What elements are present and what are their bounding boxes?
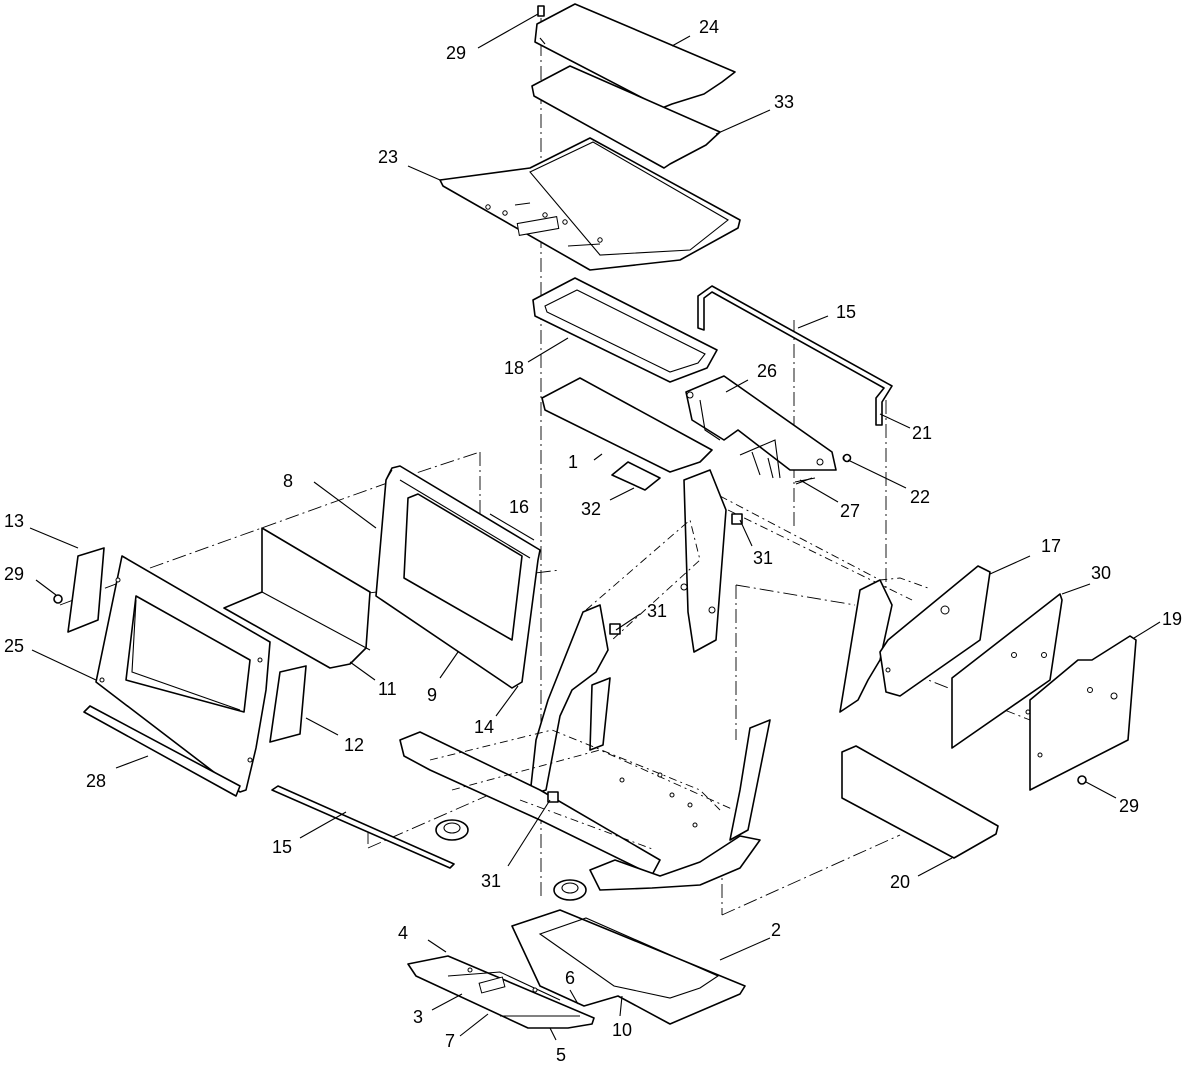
callout-17: 17 — [1041, 536, 1061, 556]
part-30-panel — [951, 593, 1063, 749]
callout-30: 30 — [1091, 563, 1111, 583]
callout-26: 26 — [757, 361, 777, 381]
callout-29-left: 29 — [4, 564, 24, 584]
callout-19: 19 — [1162, 609, 1182, 629]
callout-22: 22 — [910, 487, 930, 507]
callout-31-mid: 31 — [647, 601, 667, 621]
callout-7: 7 — [445, 1031, 455, 1051]
part-12-right-side-cover — [269, 665, 307, 743]
callout-32: 32 — [581, 499, 601, 519]
callout-13: 13 — [4, 511, 24, 531]
part-18-frame-gasket — [532, 277, 718, 383]
part-13-left-side-cover — [67, 547, 105, 633]
callout-31-upper: 31 — [753, 548, 773, 568]
callout-20: 20 — [890, 872, 910, 892]
part-15-upper-trim — [697, 285, 893, 426]
callout-4: 4 — [398, 923, 408, 943]
callout-29-right: 29 — [1119, 796, 1139, 816]
callout-24: 24 — [699, 17, 719, 37]
part-15-lower-trim — [271, 785, 455, 869]
callout-27: 27 — [840, 501, 860, 521]
callout-14: 14 — [474, 717, 494, 737]
callout-18: 18 — [504, 358, 524, 378]
callout-15-lower: 15 — [272, 837, 292, 857]
part-2-floor-mat — [511, 909, 746, 1025]
callout-16: 16 — [509, 497, 529, 517]
part-32-decal — [611, 461, 661, 491]
part-17-panel — [879, 565, 991, 697]
part-26-bracket — [685, 375, 850, 483]
callout-2: 2 — [771, 920, 781, 940]
part-19-panel — [1029, 635, 1137, 791]
callout-10: 10 — [612, 1020, 632, 1040]
callout-28: 28 — [86, 771, 106, 791]
part-28-strip — [83, 705, 241, 797]
callout-15-upper: 15 — [836, 302, 856, 322]
callout-3: 3 — [413, 1007, 423, 1027]
fasteners — [53, 5, 1087, 785]
callout-31-lower: 31 — [481, 871, 501, 891]
part-24-top-cover — [534, 3, 736, 109]
callout-33: 33 — [774, 92, 794, 112]
callout-12: 12 — [344, 735, 364, 755]
callout-11: 11 — [378, 679, 397, 699]
callout-8: 8 — [283, 471, 293, 491]
part-8-9-backrest-frame — [375, 465, 541, 689]
part-20-board — [841, 745, 999, 859]
callout-21: 21 — [912, 423, 932, 443]
callout-1: 1 — [568, 452, 578, 472]
callout-25: 25 — [4, 636, 24, 656]
callout-6: 6 — [565, 968, 575, 988]
leader-lines — [29, 13, 1161, 1041]
callout-5: 5 — [556, 1045, 566, 1065]
part-4-step-plate — [407, 955, 595, 1029]
part-23-plate — [439, 137, 741, 271]
seat-frame — [399, 469, 929, 901]
callout-23: 23 — [378, 147, 398, 167]
part-1-pad — [541, 377, 713, 473]
callout-9: 9 — [427, 685, 437, 705]
part-25-front-panel — [95, 555, 271, 793]
part-11-seat-pan — [223, 527, 371, 669]
part-33-gasket — [531, 65, 721, 169]
callout-labels: 29 24 33 23 18 15 26 1 21 22 32 27 31 31… — [4, 17, 1182, 1065]
callout-29-top: 29 — [446, 43, 466, 63]
